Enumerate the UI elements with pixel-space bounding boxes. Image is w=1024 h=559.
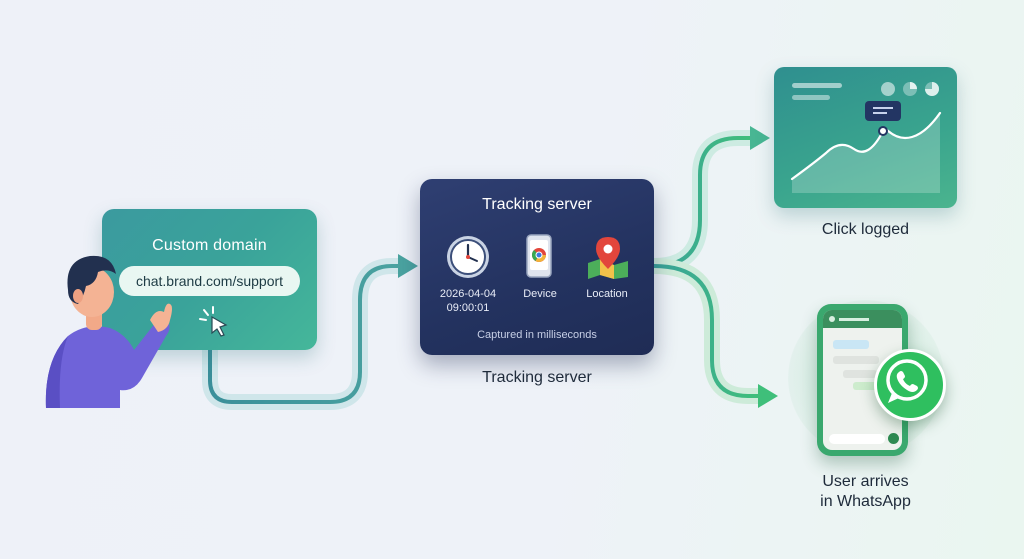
whatsapp-glyph: [886, 359, 928, 403]
clock-icon: [447, 236, 489, 278]
timestamp-time: 09:00:01: [446, 302, 490, 314]
tooltip-line-2: [873, 112, 887, 114]
tooltip-line: [873, 107, 893, 109]
chart-header-line: [792, 83, 842, 88]
timestamp-label: 2026-04-04 09:00:01: [426, 287, 510, 315]
arrowhead-to-server: [398, 254, 418, 278]
custom-domain-title: Custom domain: [152, 237, 267, 254]
click-logged-caption: Click logged: [821, 221, 910, 238]
flow-server-to-whatsapp: [652, 264, 762, 398]
chat-bubble-2: [833, 356, 879, 364]
timestamp-date: 2026-04-04: [439, 288, 497, 300]
whatsapp-caption: User arrives in WhatsApp: [774, 472, 957, 512]
chart-header-line-2: [792, 95, 830, 100]
chart-tooltip: [865, 101, 901, 121]
chat-input-field: [829, 434, 885, 444]
map-location-icon: [588, 237, 628, 279]
user-illustration: [45, 255, 172, 408]
chat-avatar: [829, 316, 835, 322]
cursor-click-icon: [199, 306, 228, 337]
tracking-server-title: Tracking server: [482, 196, 592, 213]
arrowhead-to-chart: [750, 126, 770, 150]
whatsapp-caption-line2: in WhatsApp: [820, 493, 911, 510]
domain-url-link[interactable]: chat.brand.com/support: [119, 266, 300, 296]
device-label: Device: [523, 288, 557, 300]
custom-domain-card: Custom domain chat.brand.com/support: [102, 209, 317, 350]
phone-device-icon: [526, 234, 552, 278]
chat-bubble-3: [843, 370, 877, 378]
flow-domain-to-server: [208, 264, 404, 404]
click-logged-card: [774, 67, 957, 208]
server-footer-text: Captured in milliseconds: [477, 329, 597, 341]
chat-title-line: [839, 318, 869, 321]
chat-bubble: [833, 340, 869, 349]
chat-send-button: [888, 433, 899, 444]
location-label: Location: [586, 288, 628, 300]
line-chart-graphic: [790, 111, 942, 193]
flow-server-to-whatsapp-halo: [646, 258, 768, 404]
whatsapp-caption-line1: User arrives: [822, 473, 909, 490]
chart-pie-icons: [881, 82, 939, 96]
tracking-server-card: Tracking server 2026-04-04 09:00:01 Devi…: [420, 179, 654, 355]
chat-bubble-4: [853, 382, 893, 390]
arrowhead-to-whatsapp: [758, 384, 778, 408]
whatsapp-logo-icon: [874, 349, 946, 421]
tracking-server-caption: Tracking server: [482, 369, 592, 386]
